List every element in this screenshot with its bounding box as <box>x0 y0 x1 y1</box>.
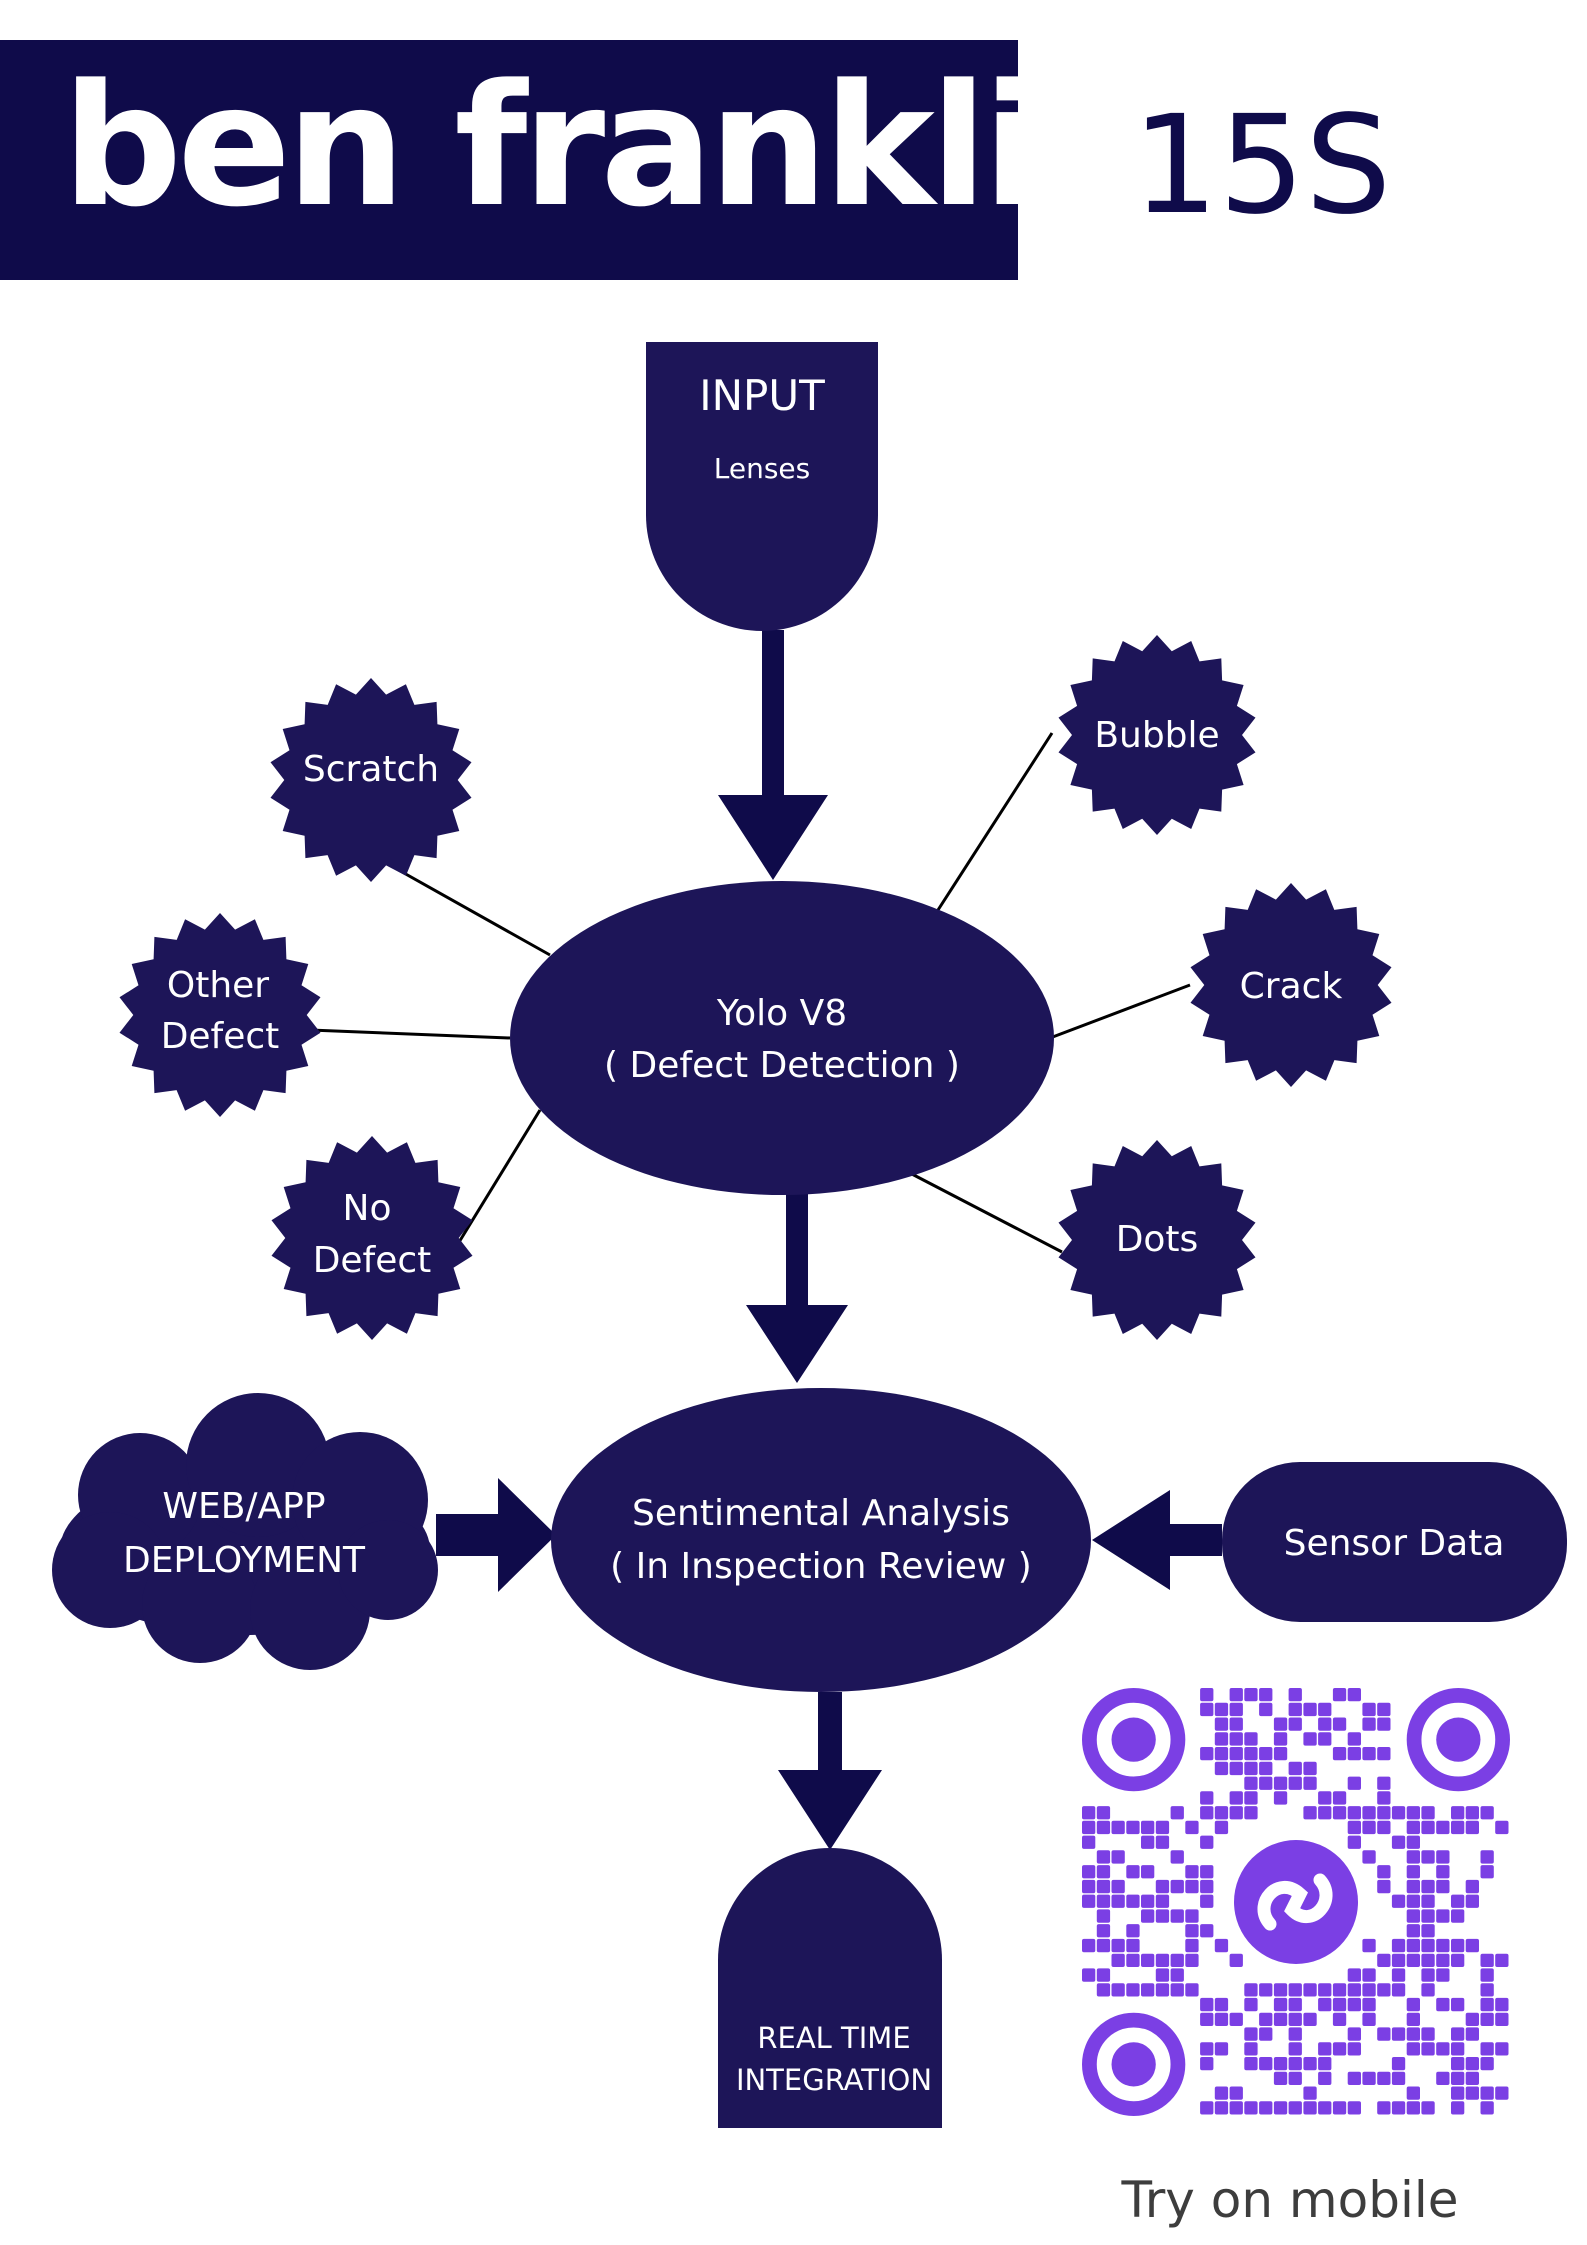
qr-finder-bottom-left <box>1082 2012 1186 2116</box>
yolo-node <box>510 881 1054 1195</box>
badge-label-no-line2: Defect <box>313 1240 432 1281</box>
input-node <box>646 342 878 631</box>
sensor-label: Sensor Data <box>1284 1523 1505 1564</box>
brand-logo-text: ben franklin <box>62 48 1155 244</box>
badge-label-other-line1: Other <box>167 965 269 1006</box>
connector-bubble <box>936 732 1054 911</box>
badge-no-defect <box>271 1136 473 1340</box>
web-app-cloud <box>52 1393 438 1670</box>
yolo-label-line1: Yolo V8 <box>716 993 847 1034</box>
badge-label-crack: Crack <box>1240 966 1343 1007</box>
web-label-line2: DEPLOYMENT <box>123 1540 366 1581</box>
arrow-sentiment-to-realtime <box>778 1692 882 1850</box>
badge-other-defect <box>119 913 321 1117</box>
arrow-input-to-yolo <box>718 630 828 880</box>
arrow-web-to-sentiment <box>436 1478 556 1592</box>
badge-label-no-line1: No <box>343 1188 392 1229</box>
qr-finder-top-right-center <box>1436 1717 1481 1762</box>
input-title: INPUT <box>699 371 825 420</box>
badge-label-other-line2: Defect <box>161 1016 280 1057</box>
qr-caption: Try on mobile <box>1121 2171 1459 2229</box>
badge-dots <box>1058 1140 1256 1340</box>
team-code: 15S <box>1132 87 1392 245</box>
realtime-label-line2: INTEGRATION <box>736 2063 932 2097</box>
connector-no-defect <box>443 1109 542 1266</box>
arrow-sensor-to-sentiment <box>1092 1490 1222 1590</box>
qr-finder-bottom-left-center <box>1111 2042 1156 2087</box>
qr-modules <box>1082 1688 1509 2115</box>
badge-label-scratch: Scratch <box>303 749 439 790</box>
badge-label-dots: Dots <box>1116 1219 1199 1260</box>
arrow-yolo-to-sentiment <box>746 1193 848 1383</box>
qr-code[interactable] <box>1082 1688 1510 2116</box>
badge-bubble <box>1058 635 1256 835</box>
header-bar <box>0 40 1018 280</box>
qr-logo-mark-icon <box>1257 1873 1333 1931</box>
input-subtitle: Lenses <box>714 452 810 485</box>
connector-dots <box>907 1170 1063 1254</box>
arrows <box>436 630 1222 1850</box>
qr-finder-top-right <box>1406 1688 1510 1792</box>
connector-other-defect <box>309 1028 511 1040</box>
sentiment-node <box>551 1388 1091 1692</box>
connector-scratch <box>394 866 551 957</box>
badge-label-bubble: Bubble <box>1094 715 1219 756</box>
connector-lines <box>309 732 1191 1266</box>
web-label-line1: WEB/APP <box>162 1486 325 1527</box>
yolo-label-line2: ( Defect Detection ) <box>604 1045 960 1086</box>
qr-finder-top-left-center <box>1111 1717 1156 1762</box>
badge-scratch <box>270 678 472 882</box>
sensor-data-node <box>1222 1462 1567 1622</box>
sentiment-label-line1: Sentimental Analysis <box>632 1493 1010 1534</box>
realtime-label-line1: REAL TIME <box>757 2021 910 2055</box>
qr-finder-top-left <box>1082 1688 1186 1792</box>
connector-crack <box>1049 983 1191 1040</box>
badge-crack <box>1190 883 1392 1087</box>
sentiment-label-line2: ( In Inspection Review ) <box>610 1546 1032 1587</box>
realtime-node <box>718 1848 942 2128</box>
